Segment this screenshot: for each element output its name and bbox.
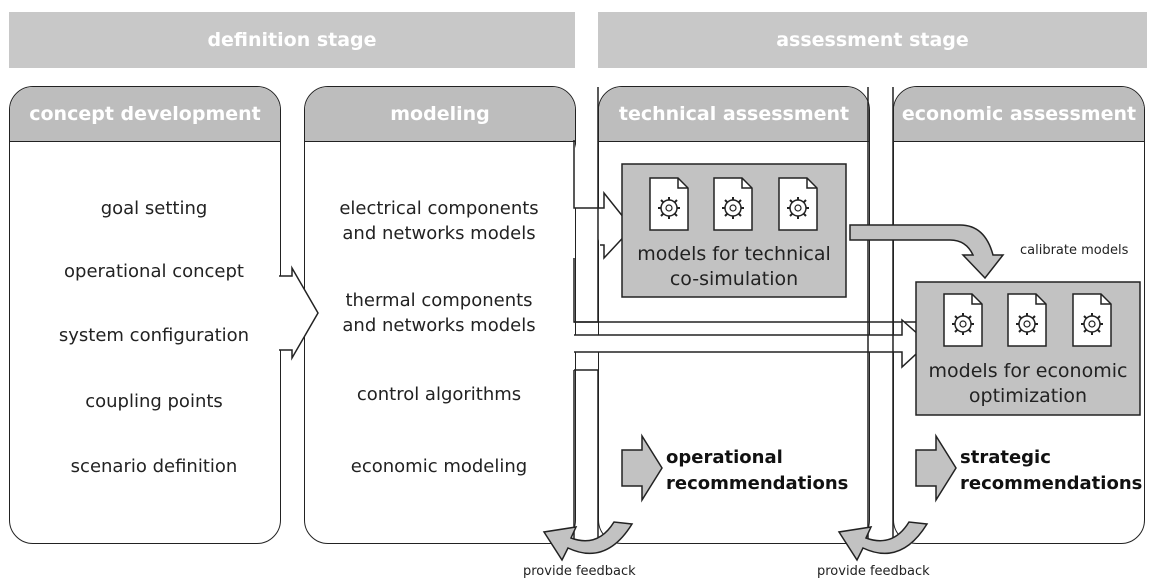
technical-assessment-header: technical assessment	[599, 87, 869, 142]
concept-item: scenario definition	[70, 456, 238, 477]
modeling-title: modeling	[390, 103, 490, 125]
economic-assessment-title: economic assessment	[901, 103, 1137, 125]
definition-stage-label: definition stage	[207, 29, 377, 51]
technical-box-label-2: co-simulation	[669, 268, 799, 290]
concept-development-header: concept development	[10, 87, 280, 142]
modeling-item: thermal components	[345, 290, 533, 311]
modeling-item: economic modeling	[350, 456, 528, 477]
operational-recommendations-line1: operational	[666, 447, 783, 468]
concept-development-panel: concept development	[9, 86, 281, 544]
assessment-stage-label: assessment stage	[776, 29, 969, 51]
modeling-item: and networks models	[342, 223, 536, 244]
document-gear-icon	[713, 177, 753, 231]
modeling-item: electrical components	[339, 198, 539, 219]
operational-rec-arrow	[621, 433, 663, 503]
document-gear-icon	[649, 177, 689, 231]
feedback-right-arrow	[837, 521, 929, 562]
economic-box-label-2: optimization	[968, 385, 1088, 407]
concept-item: coupling points	[85, 391, 223, 412]
modeling-item: and networks models	[342, 315, 536, 336]
technical-assessment-title: technical assessment	[618, 103, 850, 125]
definition-stage-bar: definition stage	[9, 12, 575, 68]
assessment-stage-bar: assessment stage	[598, 12, 1147, 68]
document-gear-icon	[943, 293, 983, 347]
provide-feedback-left-label: provide feedback	[523, 564, 636, 579]
feedback-left-arrow	[542, 521, 634, 562]
document-gear-icon	[778, 177, 818, 231]
calibrate-models-label: calibrate models	[1020, 243, 1129, 258]
document-gear-icon	[1072, 293, 1112, 347]
concept-development-title: concept development	[29, 103, 261, 125]
thermal-to-economic-arrow	[574, 318, 930, 369]
concept-item: operational concept	[64, 261, 244, 282]
calibrate-arrow	[849, 224, 1005, 280]
modeling-header: modeling	[305, 87, 575, 142]
strategic-recommendations-line2: recommendations	[960, 473, 1143, 494]
strategic-rec-arrow	[915, 433, 957, 503]
document-gear-icon	[1007, 293, 1047, 347]
operational-recommendations-line2: recommendations	[666, 473, 849, 494]
electrical-input-connector	[573, 140, 633, 260]
strategic-recommendations-line1: strategic	[960, 447, 1051, 468]
modeling-item: control algorithms	[356, 384, 522, 405]
economic-box-label-1: models for economic	[928, 360, 1128, 382]
concept-item: system configuration	[58, 325, 250, 346]
economic-assessment-header: economic assessment	[894, 87, 1144, 142]
technical-box-label-1: models for technical	[637, 243, 831, 265]
concept-item: goal setting	[100, 198, 208, 219]
concept-to-modeling-arrow	[279, 265, 319, 361]
provide-feedback-right-label: provide feedback	[817, 564, 930, 579]
